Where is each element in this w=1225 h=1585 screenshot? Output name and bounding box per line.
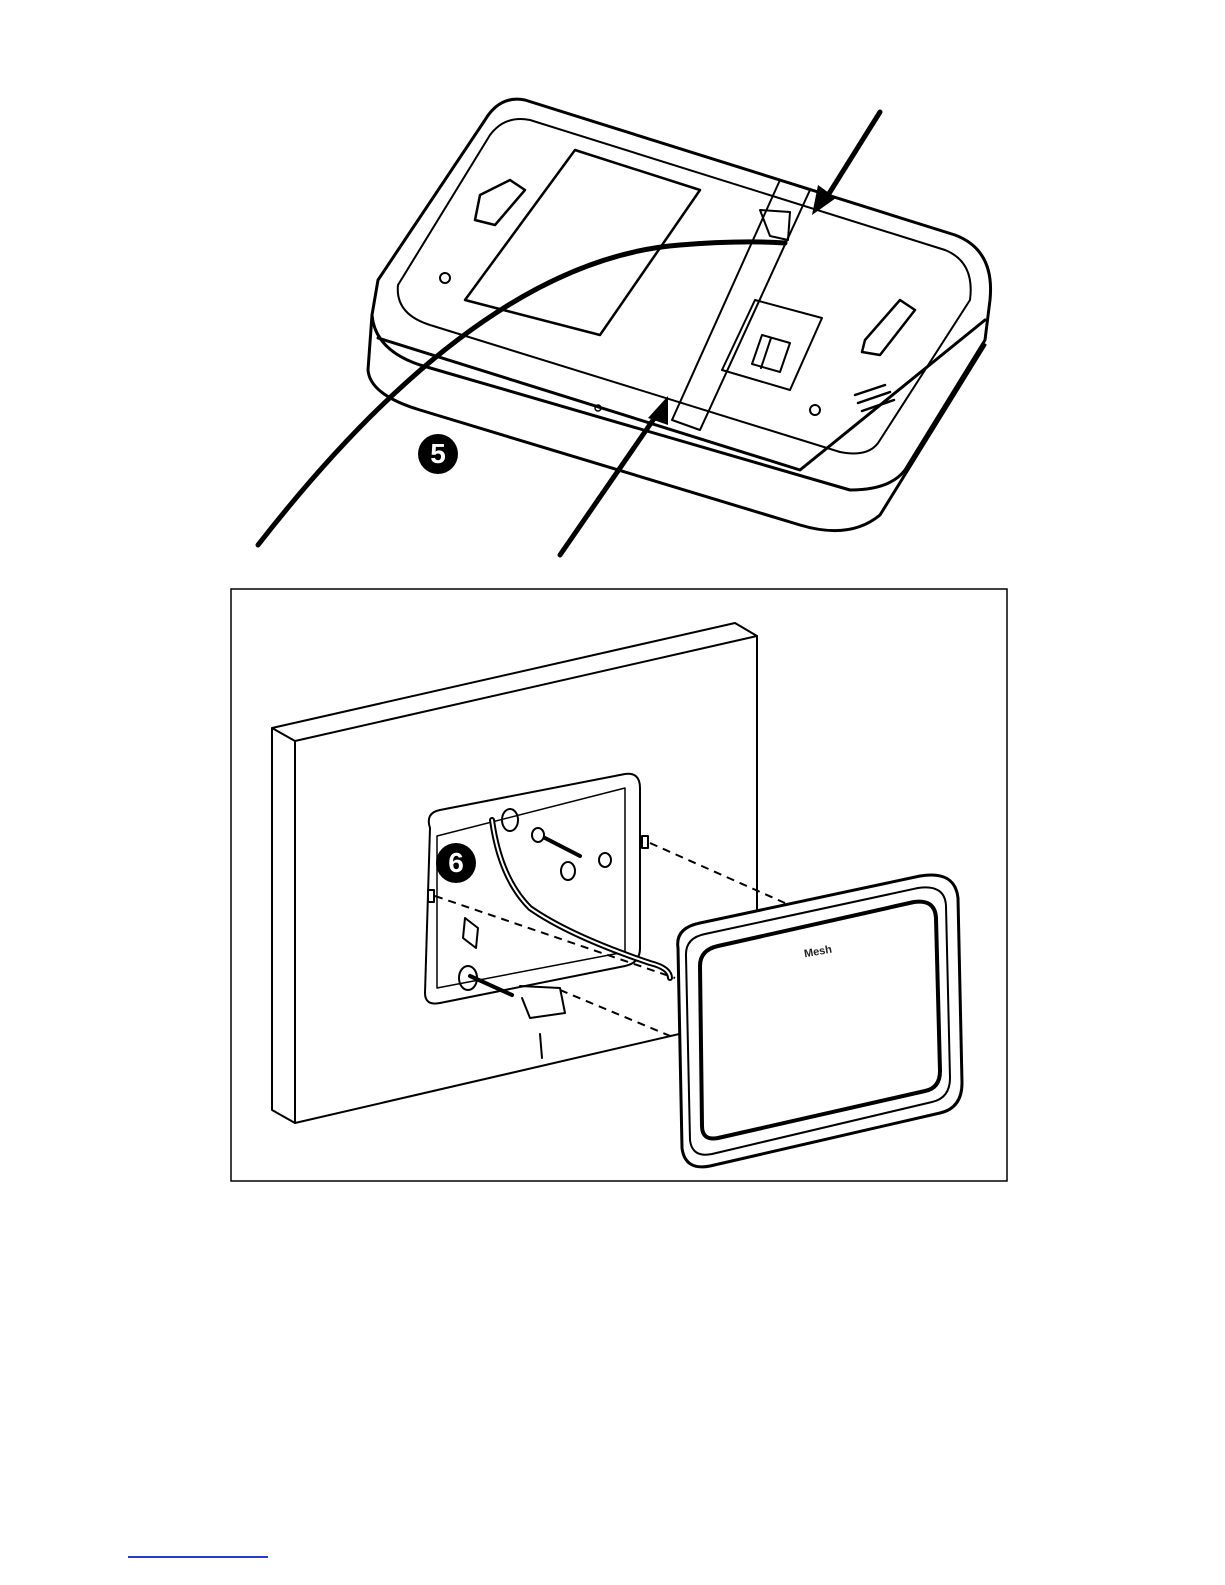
wall-mounting-illustration	[230, 588, 1010, 1184]
device-back-cable-routing-illustration	[0, 0, 1225, 580]
step-5-badge: 5	[418, 434, 458, 474]
step-6-badge: 6	[436, 843, 476, 883]
footer-link-underline	[128, 1556, 268, 1558]
